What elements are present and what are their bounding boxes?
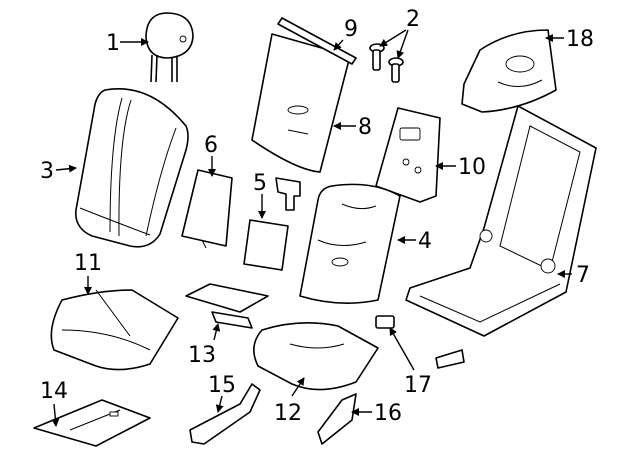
callout-7: 7 (576, 263, 590, 288)
callout-17: 17 (404, 373, 432, 398)
part-bracket (243, 177, 301, 271)
callout-16: 16 (374, 401, 402, 426)
callout-5: 5 (253, 171, 267, 196)
part-side-shield (461, 29, 557, 113)
part-headrest (145, 12, 194, 83)
part-pad (181, 169, 233, 249)
part-seatback-cover (75, 88, 189, 248)
part-bolts (369, 43, 404, 83)
part-center-bracket (375, 107, 441, 203)
callout-8: 8 (358, 115, 372, 140)
part-cushion-cover (50, 289, 179, 371)
part-cushion-foam (253, 322, 379, 391)
callout-14: 14 (40, 379, 68, 404)
part-back-panel (251, 33, 351, 173)
part-seatback-foam (299, 183, 401, 304)
leader-lines (51, 29, 572, 427)
callout-3: 3 (40, 159, 54, 184)
callout-9: 9 (344, 17, 358, 42)
part-side-trim (317, 393, 357, 445)
callout-6: 6 (204, 133, 218, 158)
callout-12: 12 (274, 401, 302, 426)
callout-1: 1 (106, 31, 120, 56)
part-rod (277, 17, 357, 65)
callout-15: 15 (208, 373, 236, 398)
part-seat-frame (405, 105, 597, 337)
callout-10: 10 (458, 155, 486, 180)
callout-18: 18 (566, 27, 594, 52)
callout-4: 4 (418, 229, 432, 254)
part-mat (33, 399, 151, 447)
callout-2: 2 (406, 7, 420, 32)
part-trim-piece (189, 383, 261, 445)
part-cushion-pan (185, 283, 269, 329)
callout-11: 11 (74, 251, 102, 276)
part-clip (375, 315, 465, 369)
callout-13: 13 (188, 343, 216, 368)
